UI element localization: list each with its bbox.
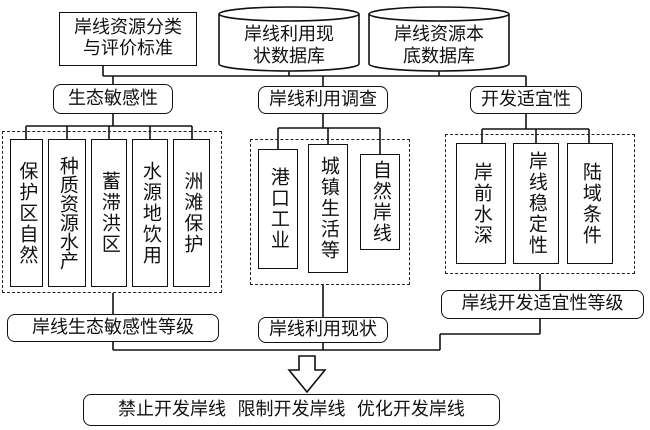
dev-item-land-condition: 陆域条件 (567, 143, 613, 264)
classification-box: 岸线资源分类 与评价标准 (59, 12, 197, 66)
dev-suitability-box: 开发适宜性 (470, 86, 582, 114)
down-arrow-icon (287, 355, 327, 394)
eco-item-2-line-1: 水产 (56, 232, 79, 270)
usage-status-box: 岸线利用现状 (258, 317, 388, 343)
eco-grade-box: 岸线生态敏感性等级 (7, 314, 219, 342)
final-shoreline-types-box: 禁止开发岸线 限制开发岸线 优化开发岸线 (83, 394, 500, 426)
dev-items-group (445, 134, 635, 274)
eco-item-flood-storage: 蓄滞洪区 (91, 139, 127, 287)
classification-line-1: 岸线资源分类 (74, 17, 182, 39)
use-item-3-label: 自然岸线 (369, 160, 392, 244)
final-shoreline-types-label: 禁止开发岸线 限制开发岸线 优化开发岸线 (118, 398, 465, 420)
dev-item-3-label: 陆域条件 (579, 161, 602, 246)
use-item-2-label: 城镇生活等 (317, 156, 340, 261)
base-db-cylinder (368, 6, 510, 72)
use-item-1-label: 港口工业 (267, 167, 290, 251)
use-item-natural-shoreline: 自然岸线 (360, 154, 400, 250)
shoreline-survey-label: 岸线利用调查 (269, 88, 377, 110)
shoreline-survey-box: 岸线利用调查 (258, 86, 388, 114)
use-item-port-industry: 港口工业 (258, 149, 298, 269)
status-db-line-2: 状数据库 (253, 45, 325, 67)
dev-item-1-label: 岸前水深 (470, 161, 493, 246)
eco-item-1-line-2: 保护区 (16, 160, 39, 224)
status-db-label: 岸线利用现 状数据库 (219, 24, 359, 67)
eco-item-4-line-1: 饮用 (139, 223, 162, 266)
eco-item-1-line-1: 自然 (16, 223, 39, 266)
use-item-urban-living: 城镇生活等 (308, 144, 348, 273)
dev-suitability-label: 开发适宜性 (481, 88, 571, 110)
eco-sensitivity-label: 生态敏感性 (68, 87, 158, 109)
eco-item-germplasm: 水产 种质资源 (48, 139, 86, 287)
usage-status-label: 岸线利用现状 (269, 318, 377, 340)
eco-item-5-label: 洲滩保护 (181, 171, 204, 255)
dev-item-stability: 岸线稳定性 (513, 143, 559, 264)
eco-sensitivity-box: 生态敏感性 (53, 84, 173, 114)
eco-grade-label: 岸线生态敏感性等级 (32, 316, 194, 338)
eco-item-2-line-2: 种质资源 (56, 156, 79, 232)
dev-grade-label: 岸线开发适宜性等级 (461, 293, 624, 315)
eco-item-nature-reserve: 自然 保护区 (10, 139, 43, 287)
status-db-cylinder (218, 6, 360, 72)
dev-item-2-label: 岸线稳定性 (525, 151, 548, 256)
classification-line-2: 与评价标准 (83, 38, 173, 59)
base-db-line-2: 底数据库 (403, 45, 475, 67)
dev-item-water-depth: 岸前水深 (456, 143, 506, 264)
use-items-group (250, 139, 410, 285)
base-db-label: 岸线资源本 底数据库 (369, 24, 509, 67)
eco-item-4-line-2: 水源地 (139, 160, 162, 224)
dev-grade-box: 岸线开发适宜性等级 (441, 290, 644, 319)
eco-item-3-label: 蓄滞洪区 (98, 171, 121, 255)
base-db-line-1: 岸线资源本 (394, 24, 484, 45)
eco-item-drinking-water: 饮用 水源地 (132, 139, 168, 287)
eco-item-beach-protection: 洲滩保护 (173, 139, 210, 287)
eco-items-group (2, 131, 222, 293)
status-db-line-1: 岸线利用现 (244, 24, 334, 45)
